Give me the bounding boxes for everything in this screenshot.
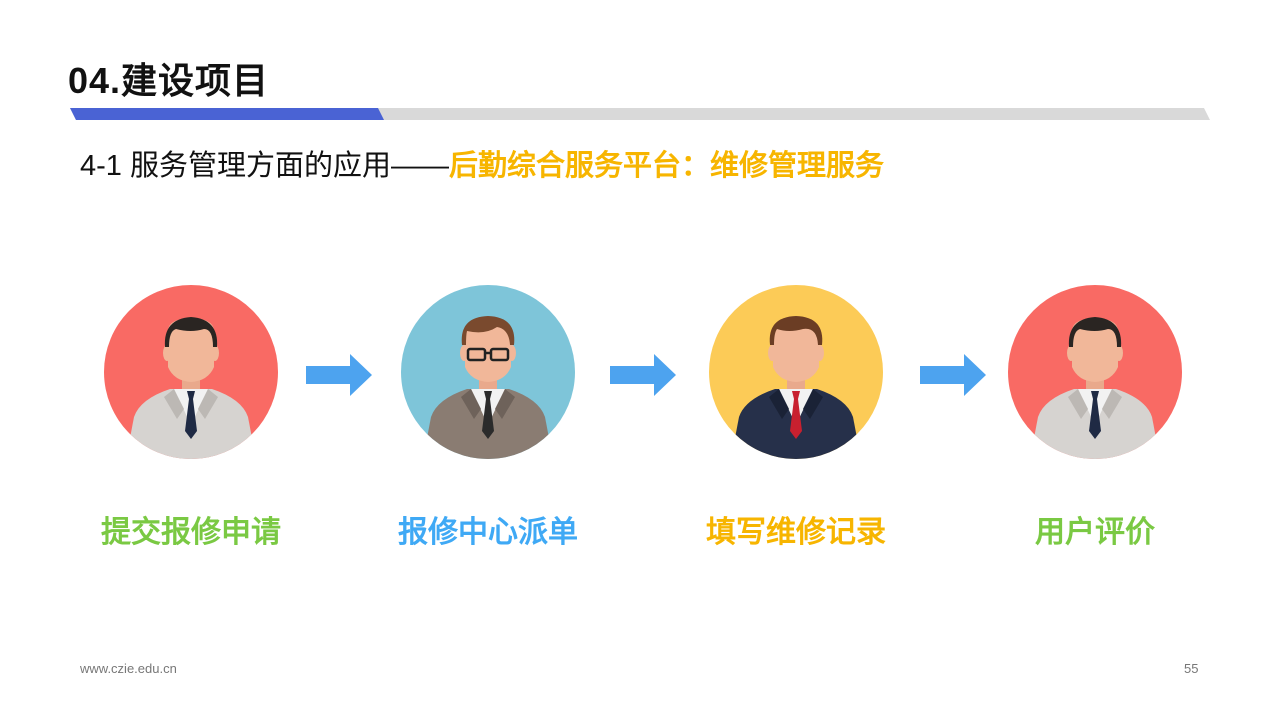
footer-url: www.czie.edu.cn <box>80 661 177 676</box>
man-gray-suit-avatar-icon <box>104 285 278 459</box>
arrow-right-icon <box>306 354 372 396</box>
arrow-right-icon-graphic <box>920 354 986 396</box>
step-4-avatar <box>1008 285 1182 459</box>
man-gray-suit-avatar-icon <box>1008 285 1182 459</box>
man-glasses-brown-suit-avatar-icon <box>401 285 575 459</box>
arrow-right-icon-graphic <box>610 354 676 396</box>
step-4-label: 用户评价 <box>1035 516 1155 549</box>
arrow-right-icon <box>920 354 986 396</box>
step-3-avatar <box>709 285 883 459</box>
step-1-avatar <box>104 285 278 459</box>
title-underline-graphic <box>70 108 1210 120</box>
man-navy-suit-avatar-icon <box>709 285 883 459</box>
subtitle-prefix: 4-1 服务管理方面的应用—— <box>80 150 449 182</box>
title-underline-bar <box>70 107 1210 120</box>
subtitle-highlight: 后勤综合服务平台：维修管理服务 <box>448 150 884 182</box>
arrow-right-icon-graphic <box>306 354 372 396</box>
step-1-label: 提交报修申请 <box>101 516 281 549</box>
step-2-avatar <box>401 285 575 459</box>
step-2-label: 报修中心派单 <box>398 516 578 549</box>
page-number: 55 <box>1184 661 1199 676</box>
section-title: 04.建设项目 <box>68 60 270 101</box>
arrow-right-icon <box>610 354 676 396</box>
step-3-label: 填写维修记录 <box>706 516 886 549</box>
subtitle: 4-1 服务管理方面的应用——后勤综合服务平台：维修管理服务 <box>80 142 884 184</box>
